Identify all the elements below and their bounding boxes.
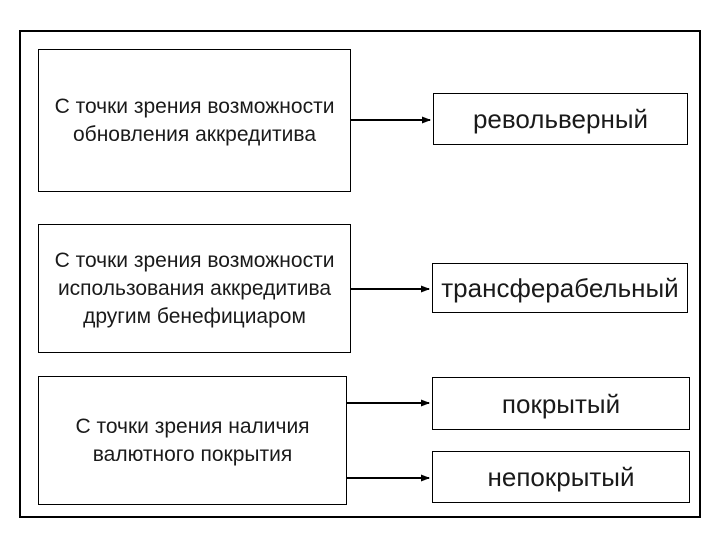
criterion-text-line: использования аккредитива (57, 276, 332, 300)
criterion-text-line: другим бенефициаром (83, 304, 306, 328)
criterion-text-line: С точки зрения возможности (54, 94, 335, 118)
criterion-box-currency-coverage: С точки зрения наличия валютного покрыти… (38, 376, 347, 505)
type-label: покрытый (501, 388, 621, 419)
type-label: револьверный (472, 104, 649, 134)
criterion-box-renewal: С точки зрения возможности обновления ак… (38, 49, 351, 192)
criterion-text-line: С точки зрения наличия (75, 414, 310, 438)
type-label: непокрытый (487, 462, 635, 492)
criterion-text-line: С точки зрения возможности (54, 248, 335, 272)
type-box-uncovered: непокрытый (432, 451, 690, 503)
type-label: трансферабельный (441, 273, 679, 303)
criterion-text-line: обновления аккредитива (72, 122, 316, 146)
criterion-text-line: валютного покрытия (92, 442, 293, 466)
type-box-covered: покрытый (432, 377, 690, 430)
criterion-box-other-beneficiary: С точки зрения возможности использования… (38, 224, 351, 353)
type-box-revolving: револьверный (433, 93, 688, 145)
type-box-transferable: трансферабельный (432, 263, 688, 313)
